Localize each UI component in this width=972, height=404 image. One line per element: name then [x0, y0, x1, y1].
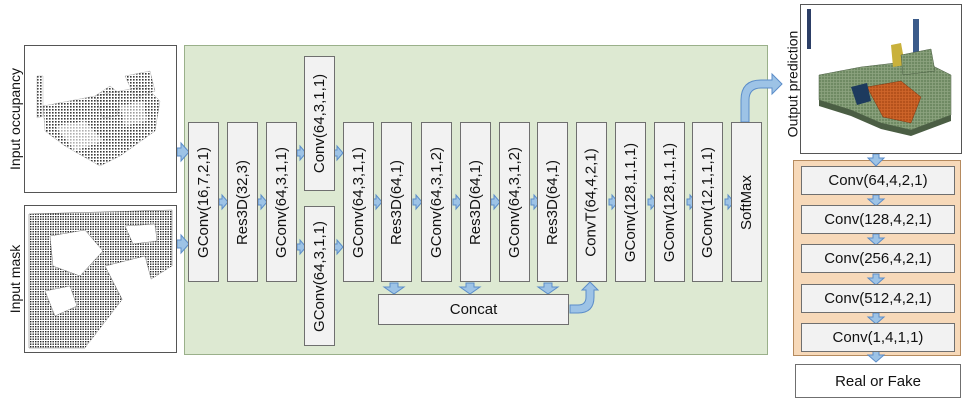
layer-gconv-128-a: GConv(128,1,1,1): [615, 122, 646, 282]
arrow-res3d3-concat: [458, 282, 482, 295]
arrow-gconv2-conv-up: [296, 144, 307, 162]
layer-res3d-64-a: Res3D(64,1): [381, 122, 412, 282]
arrow-gconv1-res3d: [218, 193, 229, 211]
layer-res3d-64-c: Res3D(64,1): [537, 122, 568, 282]
layer-gconv-12: GConv(12,1,1,1): [692, 122, 723, 282]
arrow-output-disc1: [866, 153, 886, 167]
disc-layer-conv-1: Conv(1,4,1,1): [801, 323, 955, 352]
arrow-disc5-result: [866, 350, 886, 363]
arrow-gconv-down-merge: [333, 238, 344, 256]
output-prediction-image: [800, 4, 962, 154]
arrow-res3d2-gconv5: [412, 193, 423, 211]
input-occupancy-image: [24, 45, 177, 193]
arrow-disc3-disc4: [866, 273, 886, 286]
disc-layer-conv-512: Conv(512,4,2,1): [801, 284, 955, 313]
input-mask-image: [24, 205, 177, 353]
arrow-res3d3-gconv6: [490, 193, 501, 211]
disc-layer-conv-128: Conv(128,4,2,1): [801, 205, 955, 234]
layer-softmax: SoftMax: [731, 122, 762, 282]
arrow-mask-to-gconv1: [176, 233, 190, 255]
arrow-concat-convt: [569, 281, 600, 314]
layer-gconv-64-d: GConv(64,3,1,2): [499, 122, 530, 282]
arrow-conv-up-merge: [333, 144, 344, 162]
layer-res3d-64-b: Res3D(64,1): [460, 122, 491, 282]
arrow-disc2-disc3: [866, 233, 886, 246]
layer-gconv-64-c: GConv(64,3,1,2): [421, 122, 452, 282]
layer-convt-64: ConvT(64,4,2,1): [576, 122, 607, 282]
layer-gconv-64-a: GConv(64,3,1,1): [266, 122, 297, 282]
disc-layer-conv-64: Conv(64,4,2,1): [801, 166, 955, 195]
arrow-res3d4-concat: [536, 282, 560, 295]
layer-gconv-128-b: GConv(128,1,1,1): [654, 122, 685, 282]
occupancy-voxel-render: [36, 70, 161, 167]
concat-box: Concat: [378, 294, 569, 325]
layer-gconv-64-bottom: GConv(64,3,1,1): [304, 206, 335, 346]
arrow-gconv2-gconv-down: [296, 238, 307, 256]
layer-gconv-64-b: GConv(64,3,1,1): [343, 122, 374, 282]
arrow-res3d2-concat: [382, 282, 406, 295]
arrow-softmax-output: [740, 72, 783, 123]
arrow-res3d-gconv2: [257, 193, 268, 211]
disc-layer-conv-256: Conv(256,4,2,1): [801, 244, 955, 273]
real-or-fake-box: Real or Fake: [795, 364, 961, 398]
arrow-disc4-disc5: [866, 312, 886, 325]
layer-res3d-32: Res3D(32,3): [227, 122, 258, 282]
mask-voxel-render: [28, 209, 173, 349]
arrow-disc1-disc2: [866, 194, 886, 207]
layer-gconv-16: GConv(16,7,2,1): [188, 122, 219, 282]
arrow-occupancy-to-gconv1: [176, 141, 190, 163]
layer-conv-64-top: Conv(64,3,1,1): [304, 56, 335, 191]
arrow-gconv5-res3d3: [452, 193, 463, 211]
prediction-voxel-render: [807, 9, 952, 136]
